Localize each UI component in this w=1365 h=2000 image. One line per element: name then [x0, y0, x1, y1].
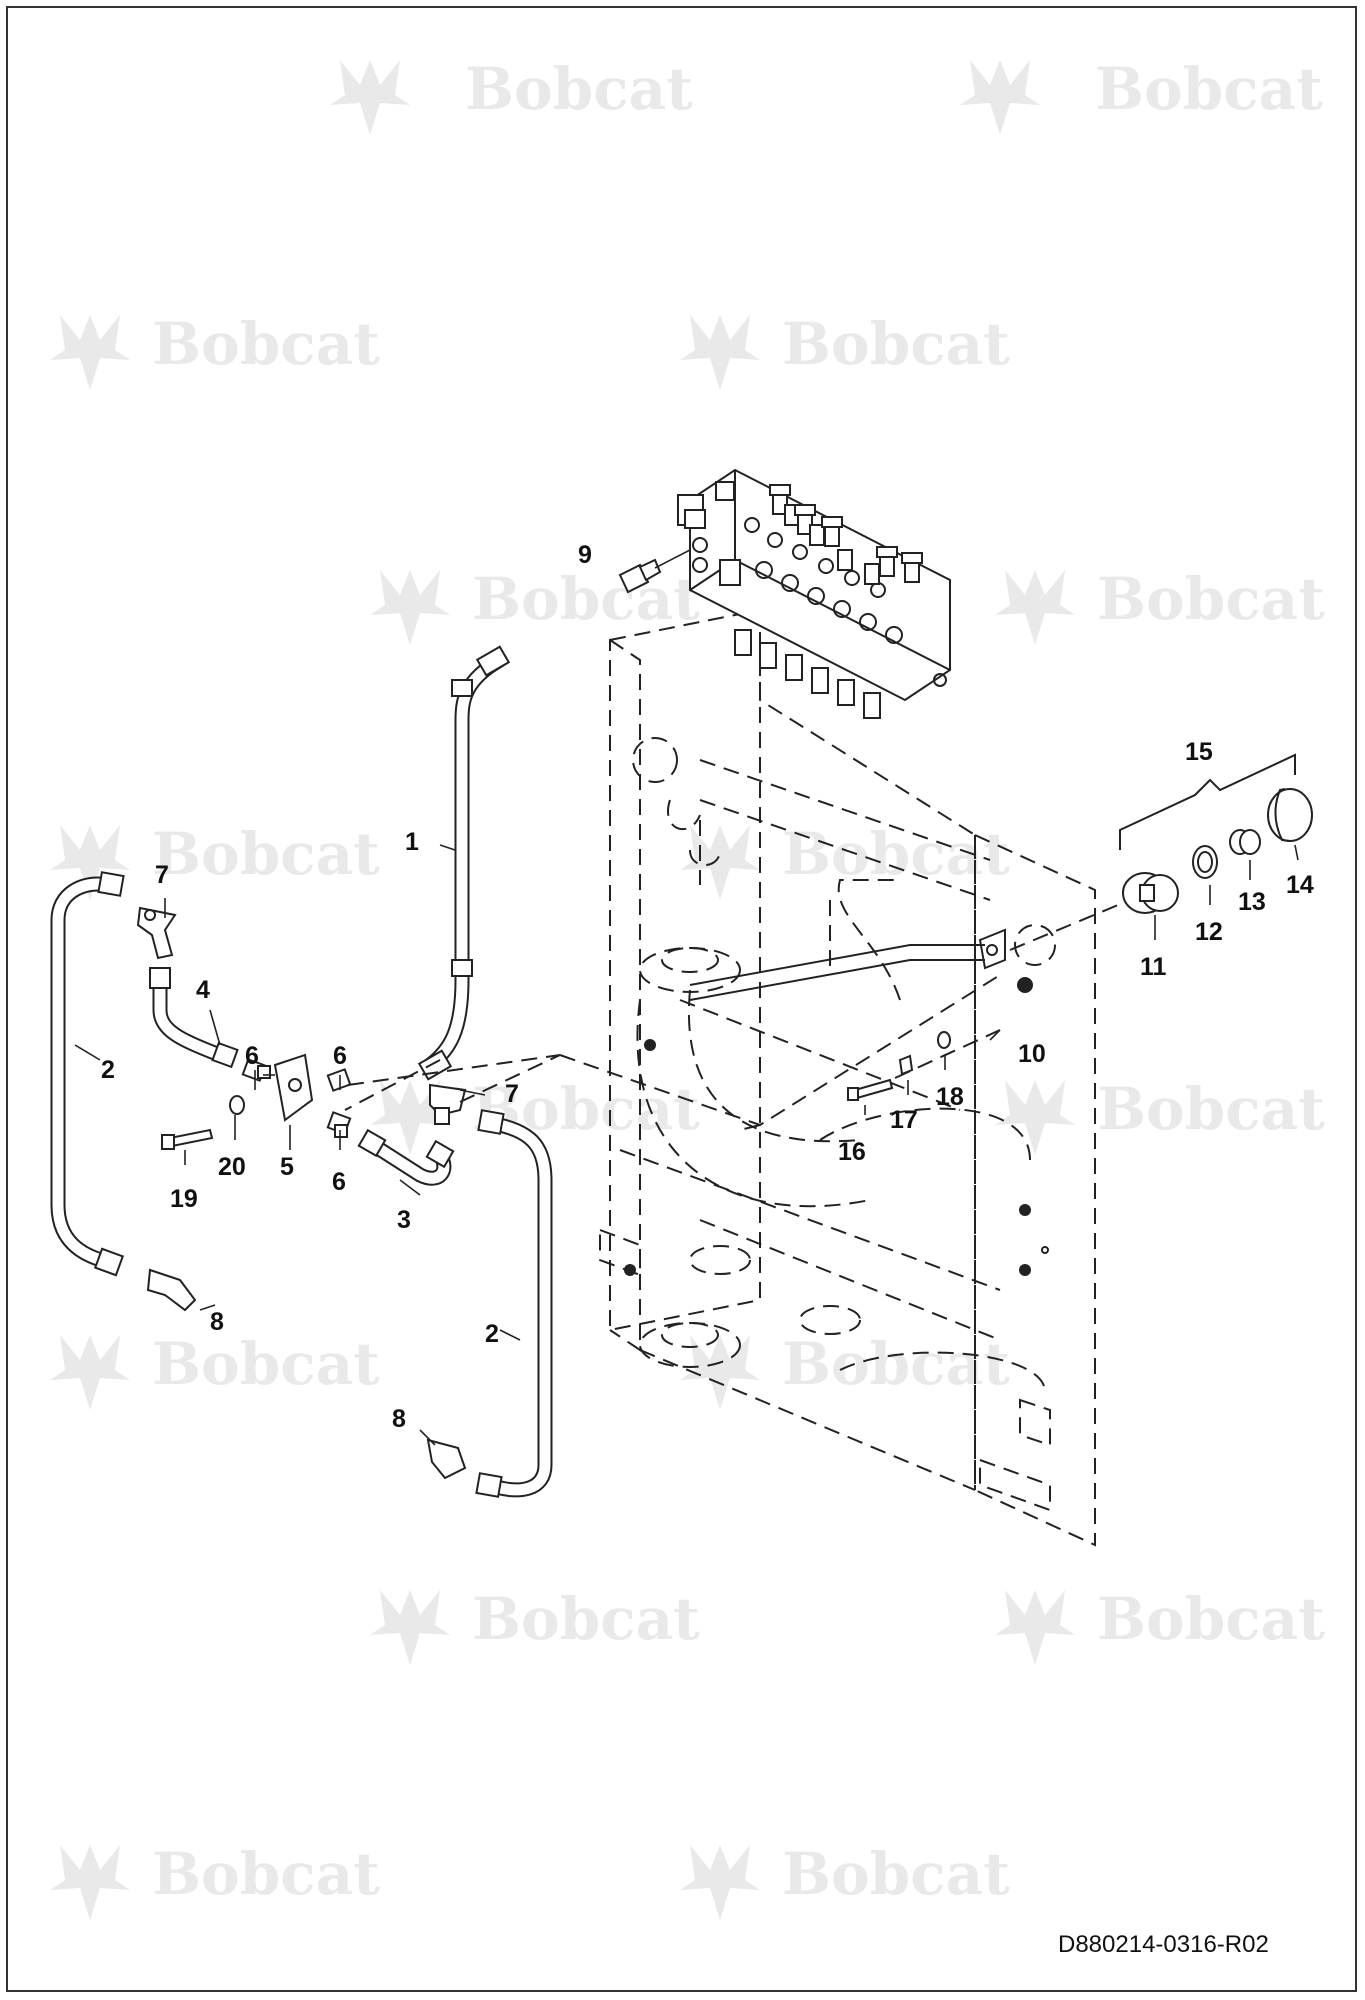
- callout-18: 18: [936, 1083, 964, 1111]
- fitting-6-b: [326, 1068, 352, 1092]
- plug-13: [1229, 829, 1261, 855]
- watermark-logo: Bobcat: [680, 820, 1010, 900]
- watermark-text: Bobcat: [1097, 1075, 1325, 1143]
- watermark-text: Bobcat: [152, 310, 380, 378]
- elbow-8-left: [146, 1268, 197, 1312]
- swing-pivot-upper: [639, 947, 741, 993]
- bolt-19: [161, 1128, 214, 1150]
- watermark-logo: Bobcat: [680, 1330, 1010, 1410]
- callout-14: 14: [1286, 871, 1314, 899]
- callout-6: 6: [245, 1042, 259, 1070]
- watermark-layer: Bobcat Bobcat Bobcat Bobcat Bobcat Bobca…: [50, 55, 1325, 1920]
- callout-labels: 1 2 2 3 4 5 6 6 6 7 7 8 8 9 10 11 12 13 …: [101, 541, 1314, 1433]
- hose-2-left: [50, 871, 125, 1277]
- callout-3: 3: [397, 1206, 411, 1234]
- fitting-9-adapter: [618, 558, 662, 594]
- tee-fitting-7-right: [429, 1083, 467, 1125]
- watermark-logo: Bobcat: [50, 820, 380, 900]
- watermark-text: Bobcat: [152, 1840, 380, 1908]
- callout-15: 15: [1185, 738, 1213, 766]
- watermark-logo: Bobcat: [960, 55, 1323, 135]
- watermark-text: Bobcat: [782, 310, 1010, 378]
- tee-fitting-7-left: [136, 906, 177, 960]
- swing-pivot-lower: [639, 1322, 741, 1368]
- bracket-5: [273, 1053, 314, 1122]
- watermark-text: Bobcat: [472, 1585, 700, 1653]
- callout-6: 6: [333, 1042, 347, 1070]
- frame-hole: [1014, 924, 1056, 966]
- callout-8: 8: [392, 1405, 406, 1433]
- elbow-8-right: [426, 1438, 467, 1480]
- frame-hole: [632, 737, 678, 783]
- callout-6: 6: [332, 1168, 346, 1196]
- washer-20: [229, 1095, 245, 1115]
- watermark-logo: Bobcat: [995, 1585, 1325, 1665]
- document-id: D880214-0316-R02: [1058, 1931, 1269, 1958]
- o-ring-12: [1192, 845, 1218, 879]
- callout-11: 11: [1140, 953, 1167, 981]
- callout-2: 2: [101, 1056, 115, 1084]
- callout-1: 1: [405, 828, 419, 856]
- watermark-logo: Bobcat: [50, 310, 380, 390]
- watermark-logo: Bobcat: [680, 310, 1010, 390]
- tube-4: [149, 967, 239, 1069]
- callout-13: 13: [1238, 888, 1266, 916]
- watermark-text: Bobcat: [465, 55, 693, 123]
- watermark-logo: Bobcat: [50, 1840, 380, 1920]
- callout-7: 7: [155, 861, 169, 889]
- watermark-text: Bobcat: [1097, 565, 1325, 633]
- plug-11: [1122, 872, 1179, 914]
- watermark-text: Bobcat: [1097, 1585, 1325, 1653]
- fitting-6-c: [326, 1111, 352, 1138]
- control-valve: [677, 468, 951, 719]
- nut-17: [898, 1054, 914, 1076]
- callout-2: 2: [485, 1320, 499, 1348]
- watermark-logo: Bobcat: [680, 1840, 1010, 1920]
- watermark-text: Bobcat: [782, 1330, 1010, 1398]
- callout-10: 10: [1018, 1040, 1046, 1068]
- callout-17: 17: [890, 1106, 918, 1134]
- watermark-logo: Bobcat: [370, 565, 700, 645]
- watermark-logo: Bobcat: [995, 565, 1325, 645]
- watermark-text: Bobcat: [782, 1840, 1010, 1908]
- watermark-text: Bobcat: [1095, 55, 1323, 123]
- watermark-text: Bobcat: [152, 820, 380, 888]
- watermark-logo: Bobcat: [995, 1075, 1325, 1155]
- drawing-border: [6, 6, 1357, 1992]
- watermark-logo: Bobcat: [330, 55, 693, 135]
- bolt-16: [847, 1078, 894, 1101]
- mount-plate-10: [978, 928, 1006, 970]
- hose-1: [417, 645, 511, 1081]
- callout-7: 7: [505, 1080, 519, 1108]
- watermark-text: Bobcat: [472, 565, 700, 633]
- tube-3: [357, 1128, 455, 1186]
- callout-12: 12: [1195, 918, 1223, 946]
- watermark-logo: Bobcat: [50, 1330, 380, 1410]
- callout-20: 20: [218, 1153, 246, 1181]
- callout-8: 8: [210, 1308, 224, 1336]
- callout-4: 4: [196, 976, 210, 1004]
- callout-5: 5: [280, 1153, 294, 1181]
- callout-16: 16: [838, 1138, 866, 1166]
- hose-2-right: [475, 1109, 553, 1498]
- callout-19: 19: [170, 1185, 198, 1213]
- group-bracket-15: [1119, 753, 1296, 850]
- washer-18: [937, 1031, 951, 1049]
- watermark-logo: Bobcat: [370, 1585, 700, 1665]
- watermark-text: Bobcat: [152, 1330, 380, 1398]
- callout-9: 9: [578, 541, 592, 569]
